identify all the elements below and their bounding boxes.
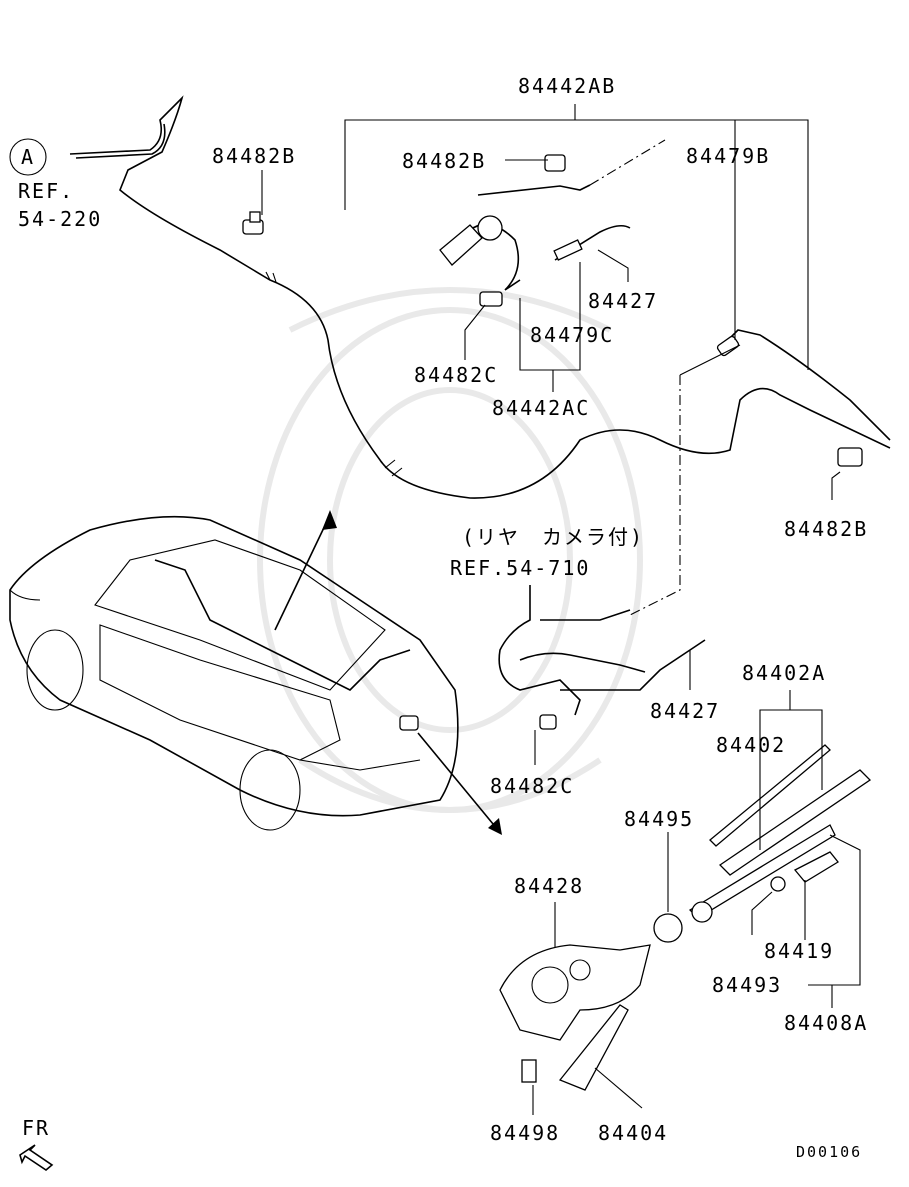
- label-camera-ref: REF.54-710: [450, 556, 590, 580]
- label-84479B: 84479B: [686, 144, 770, 168]
- label-front: FR: [22, 1116, 50, 1140]
- ref-a-marker: [9, 138, 47, 176]
- label-84482B-right: 84482B: [784, 517, 868, 541]
- arrow-down: [417, 732, 499, 831]
- label-84404: 84404: [598, 1121, 668, 1145]
- label-84402A: 84402A: [742, 661, 826, 685]
- label-ref-a: A: [21, 145, 35, 169]
- label-84482C-top: 84482C: [414, 363, 498, 387]
- camera-harness: [498, 585, 706, 730]
- label-camera-note: (リヤ カメラ付): [462, 525, 644, 549]
- label-84419: 84419: [764, 939, 834, 963]
- vehicle-outline: [9, 515, 459, 831]
- label-84442AB: 84442AB: [518, 74, 616, 98]
- label-84482B-top: 84482B: [402, 149, 486, 173]
- front-arrow: [19, 1144, 54, 1171]
- inset-leader: [589, 139, 681, 616]
- bracket-84442AB: [344, 104, 809, 370]
- label-84493: 84493: [712, 973, 782, 997]
- label-84482C-mid: 84482C: [490, 774, 574, 798]
- wiper-assembly: [499, 744, 872, 1091]
- arrow-up: [274, 514, 331, 631]
- label-84408A: 84408A: [784, 1011, 868, 1035]
- watermark-emblem: [257, 287, 643, 813]
- inset-harness: [439, 154, 631, 307]
- main-harness: [69, 95, 891, 499]
- label-diagram-code: D00106: [796, 1143, 862, 1161]
- label-ref-54-220: 54-220: [18, 207, 102, 231]
- label-84442AC: 84442AC: [492, 396, 590, 420]
- label-84427-mid: 84427: [650, 699, 720, 723]
- label-84427-top: 84427: [588, 289, 658, 313]
- label-84402: 84402: [716, 733, 786, 757]
- label-84495: 84495: [624, 807, 694, 831]
- label-ref: REF.: [18, 179, 74, 203]
- label-84498: 84498: [490, 1121, 560, 1145]
- label-84479C: 84479C: [530, 323, 614, 347]
- label-84482B-left: 84482B: [212, 144, 296, 168]
- label-84428: 84428: [514, 874, 584, 898]
